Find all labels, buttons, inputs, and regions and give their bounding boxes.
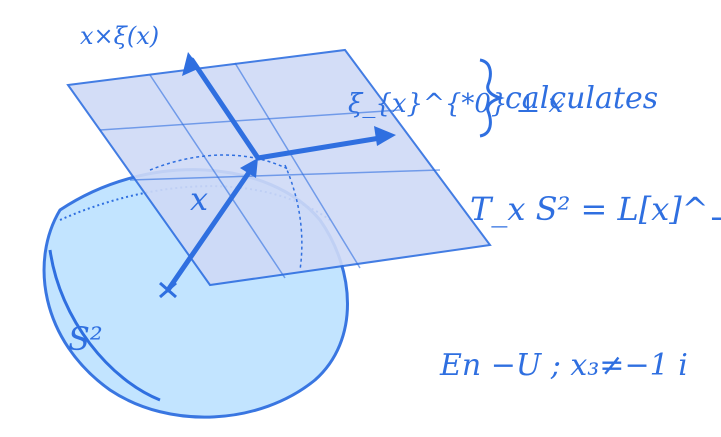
label-tangent-space: T_x S² = L[x]^⊥ xyxy=(470,190,721,228)
contact-curve xyxy=(149,154,291,171)
label-tangent-vector: ξ_{x}^{*0} ⊥ x xyxy=(348,89,563,119)
contact-curve xyxy=(284,164,303,271)
arrow-x-head xyxy=(240,158,258,178)
tangent-plane xyxy=(66,48,492,287)
curly-brace xyxy=(479,58,505,138)
center-mark xyxy=(159,281,177,299)
sphere-meridian xyxy=(48,249,161,402)
label-sphere: S² xyxy=(68,320,103,358)
plane-grid-line xyxy=(99,109,401,131)
label-note-bottom: En −U ; x₃≠−1 i xyxy=(439,348,688,383)
arrow-normal-head xyxy=(182,52,200,76)
arrow-normal xyxy=(189,57,261,161)
arrow-tangent-head xyxy=(374,126,396,146)
arrow-x xyxy=(165,165,255,293)
label-normal-vector: x×ξ(x) xyxy=(80,22,159,50)
plane-grid-line xyxy=(129,169,441,181)
label-brace-note: calculates xyxy=(505,81,658,116)
arrow-tangent xyxy=(255,134,389,161)
plane-grid-line xyxy=(234,62,361,269)
label-point-vector: x xyxy=(190,180,208,218)
